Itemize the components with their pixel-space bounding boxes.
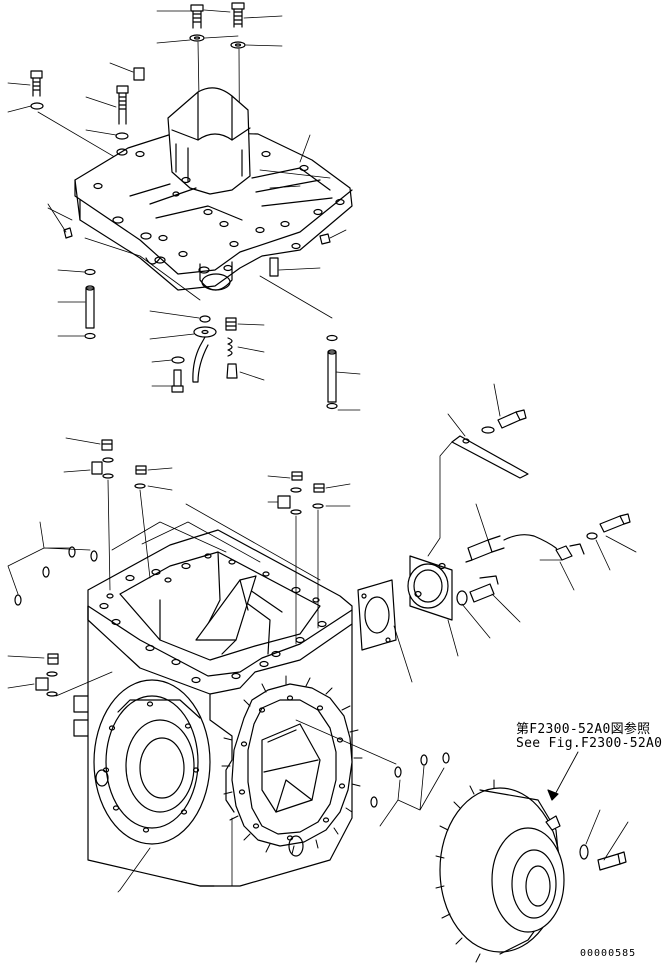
bell-housing-right [231, 683, 353, 847]
reference-note-english: See Fig.F2300-52A0 [516, 736, 663, 751]
bolt-hole-icon [99, 553, 327, 684]
o-ring-icon [370, 752, 450, 808]
bolt-icon [231, 2, 245, 28]
converter-teeth [435, 779, 495, 963]
washer-icon [230, 41, 246, 49]
case-top-fittings [7, 437, 450, 827]
washer-icon [189, 34, 205, 42]
bolt-hole-icon [93, 148, 345, 274]
reference-arrow-icon [547, 789, 559, 801]
torque-converter [435, 751, 629, 963]
drawing-number: 00000585 [580, 948, 637, 959]
transmission-case [73, 529, 363, 891]
reference-note-japanese: 第F2300-52A0図参照 [516, 722, 651, 737]
left-bolts-group [7, 62, 145, 167]
pins-and-seals [57, 268, 361, 411]
upper-cover-assembly [47, 87, 353, 319]
bolt-icon [190, 4, 204, 29]
leader-lines [47, 203, 121, 893]
sensor-assembly [357, 383, 637, 683]
bolt-hole-icon [238, 695, 346, 841]
o-ring-icon [14, 546, 98, 606]
flange-teeth [221, 675, 363, 855]
